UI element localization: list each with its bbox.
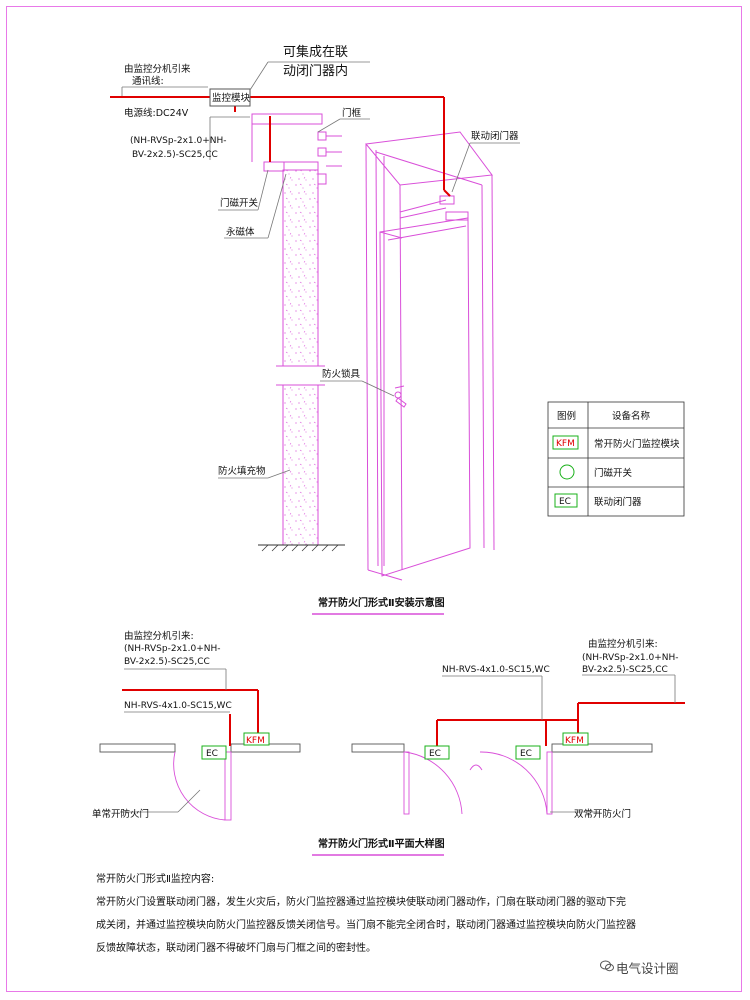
plan-mid-wire-label: NH-RVS-4x1.0-SC15,WC — [442, 665, 550, 675]
linked-closer-label: 联动闭门器 — [471, 130, 519, 142]
door-leaf — [379, 217, 471, 577]
plan-title: 常开防火门形式Ⅱ平面大样图 — [318, 837, 445, 850]
ec-symbol-label: EC — [559, 497, 571, 507]
plan-ec-right-b — [515, 745, 541, 760]
cable-spec-line1: (NH-RVSp-2x1.0+NH- — [130, 136, 227, 146]
plan-kfm-right — [562, 732, 589, 746]
plan-ec-left — [201, 745, 227, 760]
single-door-leaf — [173, 751, 232, 821]
magnetic-switch-box — [263, 161, 285, 172]
source-note-line1: 由监控分机引来 — [124, 63, 191, 75]
description-line2: 成关闭，并通过监控模块向防火门监控器反馈关闭信号。当门扇不能完全闭合时，联动闭门… — [96, 920, 636, 931]
plan-ec-right-a — [424, 745, 450, 760]
legend-header-name: 设备名称 — [612, 410, 651, 422]
description-heading: 常开防火门形式Ⅱ监控内容: — [96, 874, 215, 885]
plan-left-source-line3: BV-2x2.5)-SC25,CC — [124, 657, 210, 667]
plan-kfm-left — [243, 732, 270, 746]
monitor-module-box — [209, 88, 251, 107]
closer-arm — [399, 195, 469, 221]
plan-ec-right-b-label: EC — [520, 749, 532, 759]
magnetic-switch-symbol-icon — [559, 464, 575, 480]
source-note-line2: 通讯线: — [132, 75, 164, 87]
plan-ec-left-label: EC — [206, 749, 218, 759]
plan-left-source-line1: 由监控分机引来: — [124, 630, 194, 642]
legend-row-ec-name: 联动闭门器 — [594, 496, 642, 508]
kfm-symbol-label: KFM — [556, 439, 575, 449]
drawing-frame — [6, 6, 742, 992]
cable-spec-line2: BV-2x2.5)-SC25,CC — [132, 150, 218, 160]
plan-wire-left — [122, 689, 259, 746]
plan-kfm-left-label: KFM — [246, 736, 265, 746]
wall-lower — [282, 384, 319, 546]
description-line1: 常开防火门设置联动闭门器，发生火灾后，防火门监控器通过监控模块使联动闭门器动作，… — [96, 897, 626, 908]
permanent-magnet-label: 永磁体 — [226, 226, 255, 238]
monitor-module-label: 监控模块 — [212, 92, 251, 104]
plan-right-source-line3: BV-2x2.5)-SC25,CC — [582, 665, 668, 675]
floor-hatch — [261, 544, 339, 552]
integrated-note-line2: 动闭门器内 — [283, 63, 348, 79]
double-door-label: 双常开防火门 — [574, 808, 631, 820]
plan-kfm-right-label: KFM — [565, 736, 584, 746]
power-line-label: 电源线:DC24V — [124, 107, 189, 119]
plan-wire-right — [436, 702, 685, 746]
fire-lock-handle — [394, 385, 407, 408]
plan-left-wire-label: NH-RVS-4x1.0-SC15,WC — [124, 701, 232, 711]
wall-upper — [282, 169, 319, 367]
legend-row-switch-name: 门磁开关 — [594, 467, 633, 479]
plan-ec-right-a-label: EC — [429, 749, 441, 759]
door-frame-label: 门框 — [342, 107, 362, 119]
description-block: 常开防火门形式Ⅱ监控内容: 常开防火门设置联动闭门器，发生火灾后，防火门监控器通… — [96, 868, 696, 960]
elevation-title: 常开防火门形式Ⅱ安装示意图 — [318, 596, 445, 609]
fire-lock-label: 防火锁具 — [322, 368, 361, 380]
watermark: 电气设计圈 — [616, 961, 679, 976]
wechat-icon — [600, 960, 614, 972]
legend-header-symbol: 图例 — [557, 410, 576, 422]
door-frame — [365, 131, 495, 581]
description-line3: 反馈故障状态，联动闭门器不得破坏门扇与门框之间的密封性。 — [96, 943, 376, 954]
integrated-note-line1: 可集成在联 — [283, 44, 348, 60]
plan-right-source-line1: 由监控分机引来: — [588, 638, 658, 650]
double-door-leaves — [403, 751, 553, 815]
legend-row-kfm-name: 常开防火门监控模块 — [594, 438, 680, 450]
legend-table: 图例 设备名称 KFM 常开防火门监控模块 门磁开关 EC 联动闭门器 — [547, 401, 685, 517]
fire-filler-label: 防火填充物 — [218, 465, 266, 477]
kfm-symbol — [552, 435, 579, 450]
ec-symbol — [554, 493, 578, 508]
plan-left-source-line2: (NH-RVSp-2x1.0+NH- — [124, 644, 221, 654]
magnetic-switch-label: 门磁开关 — [220, 197, 259, 209]
wire-run — [110, 96, 451, 197]
elevation-drawing: 监控模块 由监控分机引来 通讯线: 可集成在联 动闭门器内 电源线:DC2 — [110, 44, 520, 615]
single-door-label: 单常开防火门 — [92, 808, 149, 820]
plan-drawing: EC KFM EC EC KFM 由监控分机引来: (NH-RVSp-2x1.0… — [92, 630, 685, 856]
plan-right-source-line2: (NH-RVSp-2x1.0+NH- — [582, 653, 679, 663]
